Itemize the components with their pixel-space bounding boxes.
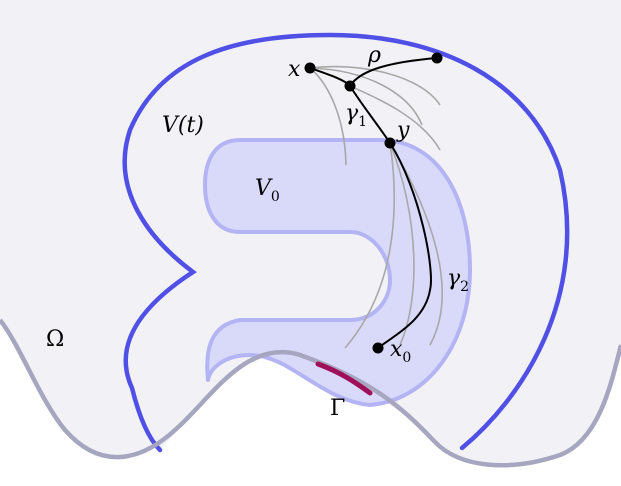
label-gamma1: γ1 bbox=[345, 101, 367, 130]
label-gamma-boundary: Γ bbox=[330, 396, 345, 421]
path-gamma2 bbox=[377, 142, 432, 349]
set-v0-region bbox=[203, 138, 472, 407]
path-rho bbox=[349, 57, 438, 87]
point-x bbox=[304, 62, 316, 74]
point-x0 bbox=[372, 342, 384, 354]
label-y: y bbox=[396, 118, 410, 143]
point-rho-end bbox=[431, 52, 443, 64]
label-v0: V0 bbox=[255, 176, 280, 205]
label-x: x bbox=[288, 57, 301, 82]
point-branch bbox=[344, 80, 356, 92]
set-vt-outline bbox=[122, 32, 570, 453]
boundary-gamma bbox=[315, 361, 373, 396]
boundary-omega bbox=[0, 318, 621, 468]
label-omega: Ω bbox=[46, 327, 64, 352]
label-vt: V(t) bbox=[162, 113, 204, 138]
label-x0: x0 bbox=[390, 337, 411, 366]
label-rho: ρ bbox=[367, 43, 381, 68]
point-y bbox=[384, 137, 396, 149]
label-gamma2: γ2 bbox=[447, 266, 469, 295]
